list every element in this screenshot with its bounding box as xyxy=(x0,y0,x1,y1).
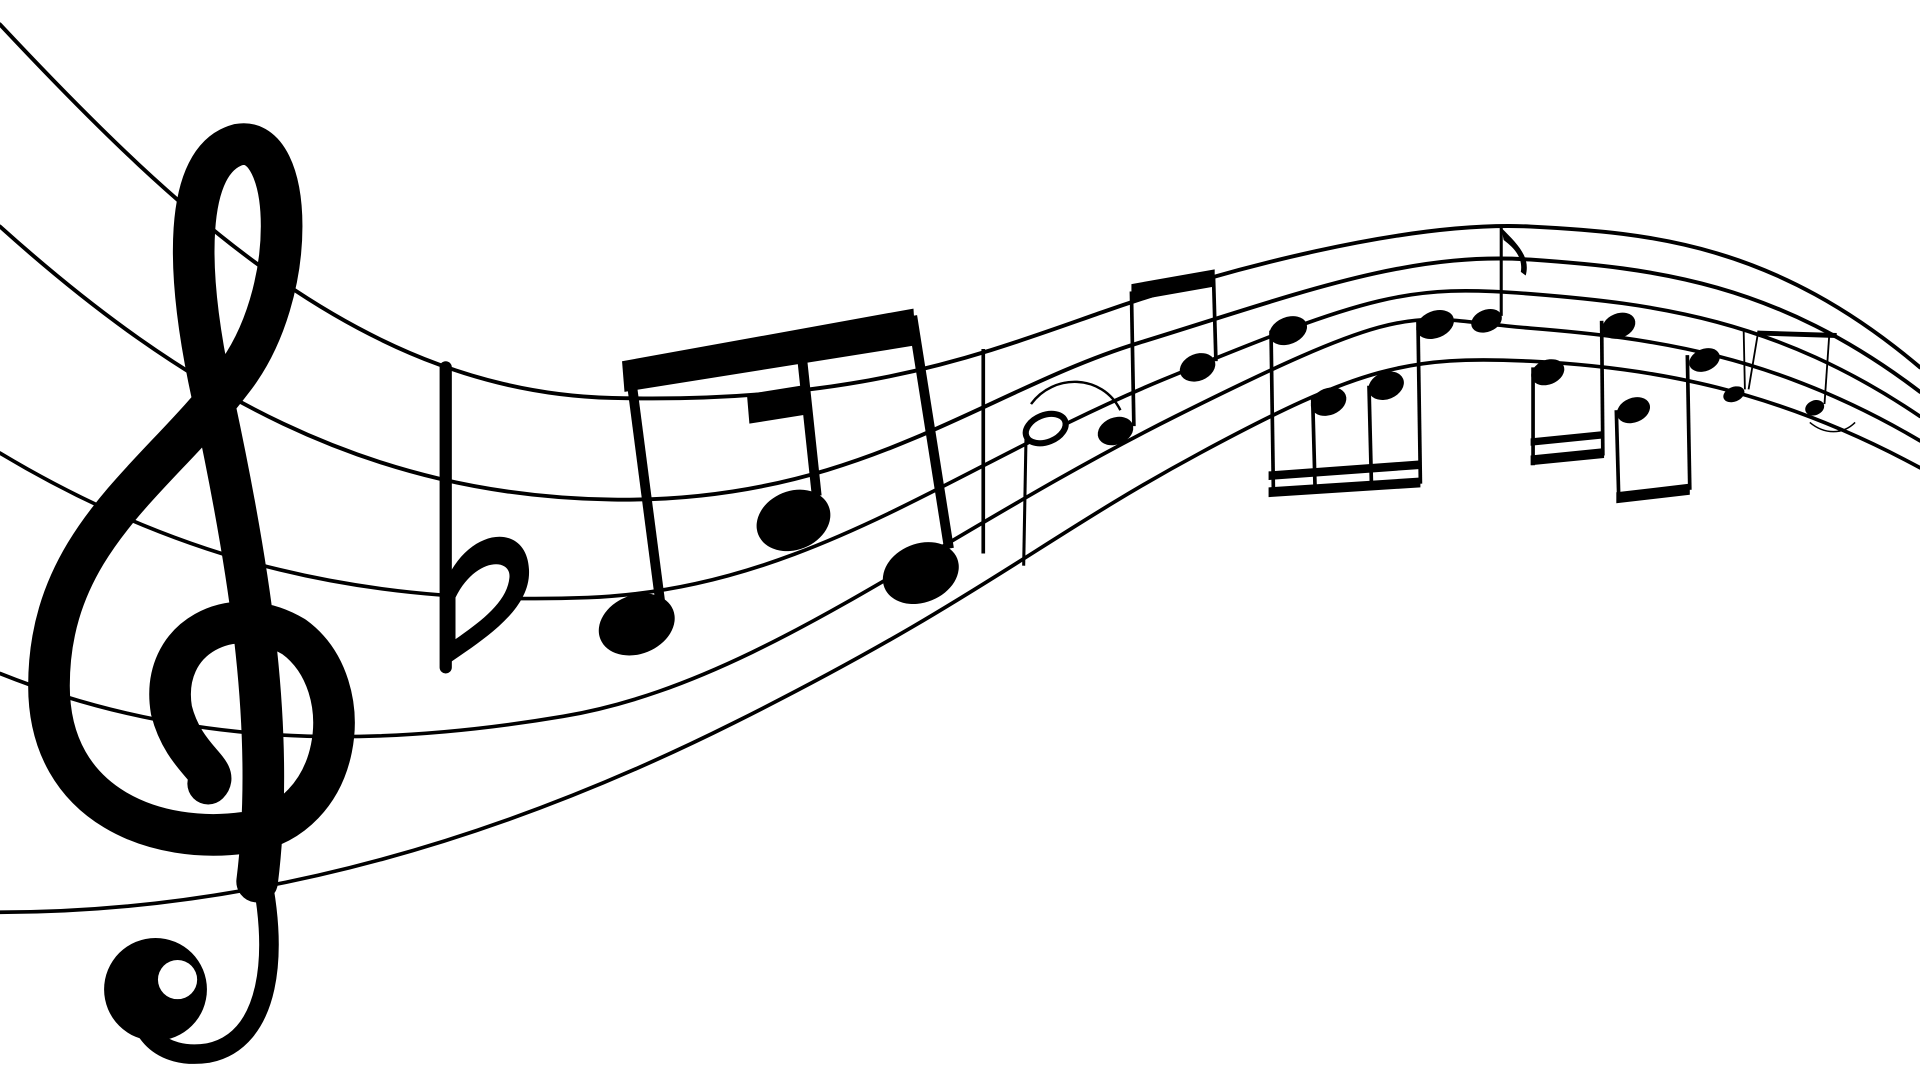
half-note-icon xyxy=(1022,380,1122,566)
eighth-note-icon xyxy=(1097,269,1218,446)
staff-line-4 xyxy=(0,317,1920,739)
beamed-sixteenth-notes-icon xyxy=(598,308,959,656)
sixteenth-note-icon xyxy=(1268,310,1454,498)
sixteenth-pair-icon xyxy=(1530,312,1636,466)
treble-clef-icon xyxy=(28,123,355,1064)
flagged-note-icon xyxy=(1471,227,1527,333)
staff-line-3 xyxy=(0,288,1920,601)
staff-line-1 xyxy=(0,22,1920,401)
distant-notes-icon xyxy=(1723,330,1856,433)
staff-line-5 xyxy=(0,358,1920,915)
flat-icon xyxy=(439,361,530,674)
eighth-pair-icon xyxy=(1614,348,1720,504)
staff-line-2 xyxy=(0,224,1920,502)
